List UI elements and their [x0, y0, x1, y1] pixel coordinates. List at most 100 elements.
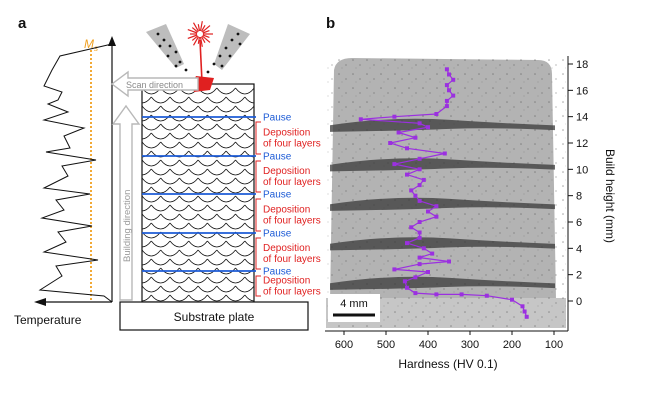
hardness-point — [444, 104, 449, 109]
temperature-axis-arrow — [108, 36, 116, 46]
deposition-bracket — [255, 275, 261, 297]
hardness-point — [405, 172, 409, 177]
hardness-point — [396, 130, 401, 135]
hardness-point — [484, 293, 489, 298]
wall-scale-arc — [188, 258, 208, 266]
wall-scale-arc — [197, 249, 218, 257]
wall-scale-arc — [216, 159, 236, 167]
x-tick-label: 100 — [545, 339, 563, 351]
wall-scale-arc — [225, 150, 246, 158]
hardness-point — [392, 162, 397, 167]
wall-scale-arc — [235, 195, 254, 203]
x-tick-label: 300 — [461, 339, 479, 351]
hardness-point — [417, 220, 422, 224]
wall-scale-arc — [142, 96, 152, 104]
wall-scale-arc — [150, 204, 171, 212]
wall-scale-arc — [207, 132, 227, 140]
wall-scale-arc — [235, 105, 254, 113]
wall-scale-arc — [216, 87, 236, 95]
wall-scale-arc — [244, 258, 254, 266]
wall-scale-arc — [169, 132, 190, 140]
laser-ray — [191, 27, 199, 33]
laser-ray — [187, 29, 198, 34]
wall-scale-arc — [179, 123, 199, 131]
hardness-point — [447, 72, 451, 77]
deposition-label-line1: Deposition — [263, 166, 310, 177]
building-direction-label: Building direction — [122, 190, 133, 262]
y-tick-label: 4 — [576, 243, 582, 255]
scale-bar: 4 mm — [328, 294, 380, 322]
hardness-point — [417, 183, 422, 188]
wall-scale-arc — [244, 204, 254, 212]
x-tick-label: 600 — [335, 339, 353, 351]
laser-ray — [202, 34, 210, 38]
building-direction-arrow-shape — [111, 104, 141, 301]
wall-scale-arc — [197, 285, 218, 293]
deposition-label-line2: of four layers — [263, 287, 321, 298]
substrate-label: Substrate plate — [174, 310, 255, 324]
wall-scale-arc — [225, 258, 246, 266]
wall-scale-arc — [225, 186, 246, 194]
laser-ray — [202, 30, 210, 34]
wall-scale-arc — [244, 240, 254, 248]
hardness-point — [417, 167, 422, 172]
hardness-point — [421, 177, 426, 182]
hardness-point — [444, 83, 449, 88]
wall-scale-arc — [150, 186, 171, 194]
wall-scale-arc — [188, 96, 208, 104]
hardness-point — [413, 275, 418, 280]
wall-scale-arc — [142, 159, 162, 167]
wall-scale-arc — [179, 267, 199, 275]
wall-scale-arc — [197, 213, 218, 221]
hardness-point — [447, 259, 451, 264]
wall-scale-arc — [179, 195, 199, 203]
wall-scale-arc — [188, 132, 208, 140]
micrograph: 4 mm — [326, 56, 566, 328]
wall-scale-arc — [179, 213, 199, 221]
wall-scale-arc — [188, 204, 208, 212]
wall-scale-arc — [188, 168, 208, 176]
wall-scale-arc — [160, 141, 180, 149]
wall-scale-arc — [142, 204, 152, 212]
wall-scale-arc — [142, 267, 162, 275]
left-nozzle — [146, 24, 184, 68]
wall-scale-arc — [142, 285, 162, 293]
x-tick-label: 400 — [419, 339, 437, 351]
wall-scale-arc — [244, 294, 254, 302]
wall-scale-arc — [225, 276, 246, 284]
wall-scale-arc — [160, 249, 180, 257]
y-tick-label: 10 — [576, 164, 588, 176]
hardness-point — [417, 121, 422, 126]
y-axis-title: Build height (mm) — [603, 149, 617, 243]
wall-scale-arc — [142, 249, 162, 257]
wall-scale-arc — [207, 294, 227, 302]
x-axis-title: Hardness (HV 0.1) — [398, 357, 497, 371]
wall-scale-arc — [225, 168, 246, 176]
wall-scale-arc — [160, 213, 180, 221]
wall-scale-arc — [216, 267, 236, 275]
hardness-point — [434, 214, 439, 219]
wall-scale-arc — [207, 240, 227, 248]
wall-scale-arc — [179, 141, 199, 149]
hardness-point — [434, 292, 439, 297]
panel-b-label: b — [326, 15, 335, 32]
hardness-point — [417, 156, 422, 161]
wall-scale-arc — [207, 276, 227, 284]
hardness-point — [459, 292, 464, 297]
wall-scale-arc — [142, 141, 162, 149]
hardness-point — [413, 291, 418, 296]
hardness-point — [402, 279, 407, 284]
wall-scale-arc — [142, 276, 152, 284]
wall-scale-arc — [235, 159, 254, 167]
wall-scale-arc — [160, 105, 180, 113]
laser-ray — [199, 21, 203, 32]
temperature-label: Temperature — [14, 313, 82, 327]
wall-scale-arc — [225, 96, 246, 104]
wall-scale-arc — [244, 222, 254, 230]
wall-scale-arc — [235, 285, 254, 293]
wall-scale-arc — [169, 294, 190, 302]
hardness-point — [417, 198, 422, 203]
layer-band — [330, 118, 555, 132]
